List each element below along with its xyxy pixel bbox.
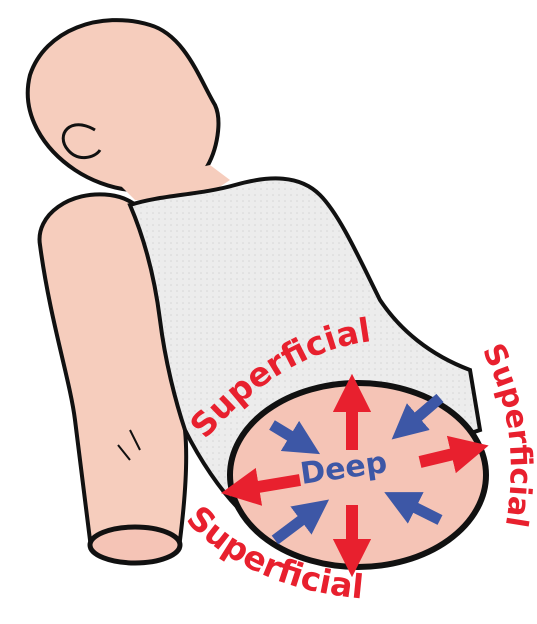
superficial-label-right: Superficial [475,338,537,529]
head [28,20,219,192]
arm-cross-section [90,527,180,563]
